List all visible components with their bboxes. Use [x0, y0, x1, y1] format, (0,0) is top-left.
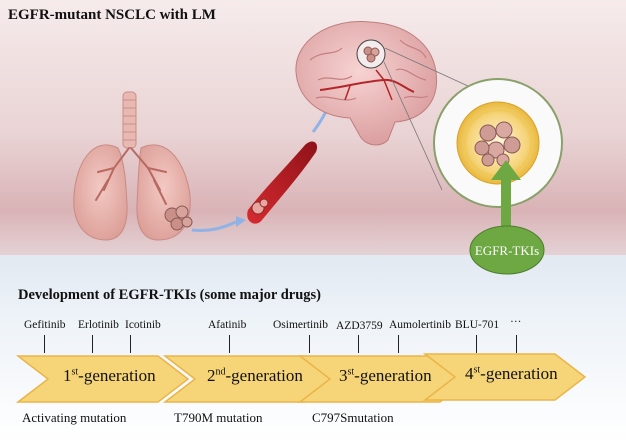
- generation-label: 2nd-generation: [207, 366, 303, 385]
- timeline-tick: [130, 335, 131, 353]
- mutation-label: Activating mutation: [22, 410, 127, 425]
- brain: [295, 21, 438, 146]
- timeline-tick: [398, 335, 399, 353]
- drug-label: Osimertinib: [273, 319, 328, 331]
- timeline-title: Development of EGFR-TKIs (some major dru…: [18, 287, 321, 303]
- drug-label: Gefitinib: [24, 319, 66, 331]
- mutation-label: T790M mutation: [174, 410, 263, 425]
- mutation-label: C797Smutation: [312, 410, 394, 425]
- drug-label: ···: [510, 316, 522, 328]
- drug-label: Icotinib: [125, 319, 161, 331]
- egfr-tki-arrow: [491, 160, 521, 230]
- page-title: EGFR-mutant NSCLC with LM: [8, 7, 216, 23]
- drug-label: Aumolertinib: [389, 319, 451, 331]
- lower-background: [0, 255, 626, 443]
- drug-label: Erlotinib: [78, 319, 119, 331]
- lungs: [73, 91, 193, 241]
- blood-vessel: [247, 141, 318, 224]
- timeline-tick: [309, 335, 310, 353]
- generation-label: 3st-generation: [339, 366, 432, 385]
- generation-label: 1st-generation: [63, 366, 156, 385]
- magnified-tumor: [433, 78, 563, 208]
- generation-arrows: [15, 353, 587, 403]
- timeline-tick: [476, 335, 477, 353]
- timeline-tick: [229, 335, 230, 353]
- drug-label: BLU-701: [455, 319, 500, 331]
- generation-label: 4st-generation: [465, 364, 558, 383]
- lung-tumor: [164, 205, 193, 231]
- timeline-tick: [92, 335, 93, 353]
- egfr-tki-label: EGFR-TKIs: [474, 243, 540, 258]
- egfr-tki-circle: [469, 225, 545, 275]
- timeline-tick: [516, 335, 517, 353]
- timeline-tick: [358, 335, 359, 353]
- spread-arrow-1: [191, 220, 237, 232]
- drug-label: Afatinib: [208, 319, 247, 331]
- timeline-tick: [44, 335, 45, 353]
- drug-label: AZD3759: [336, 320, 383, 332]
